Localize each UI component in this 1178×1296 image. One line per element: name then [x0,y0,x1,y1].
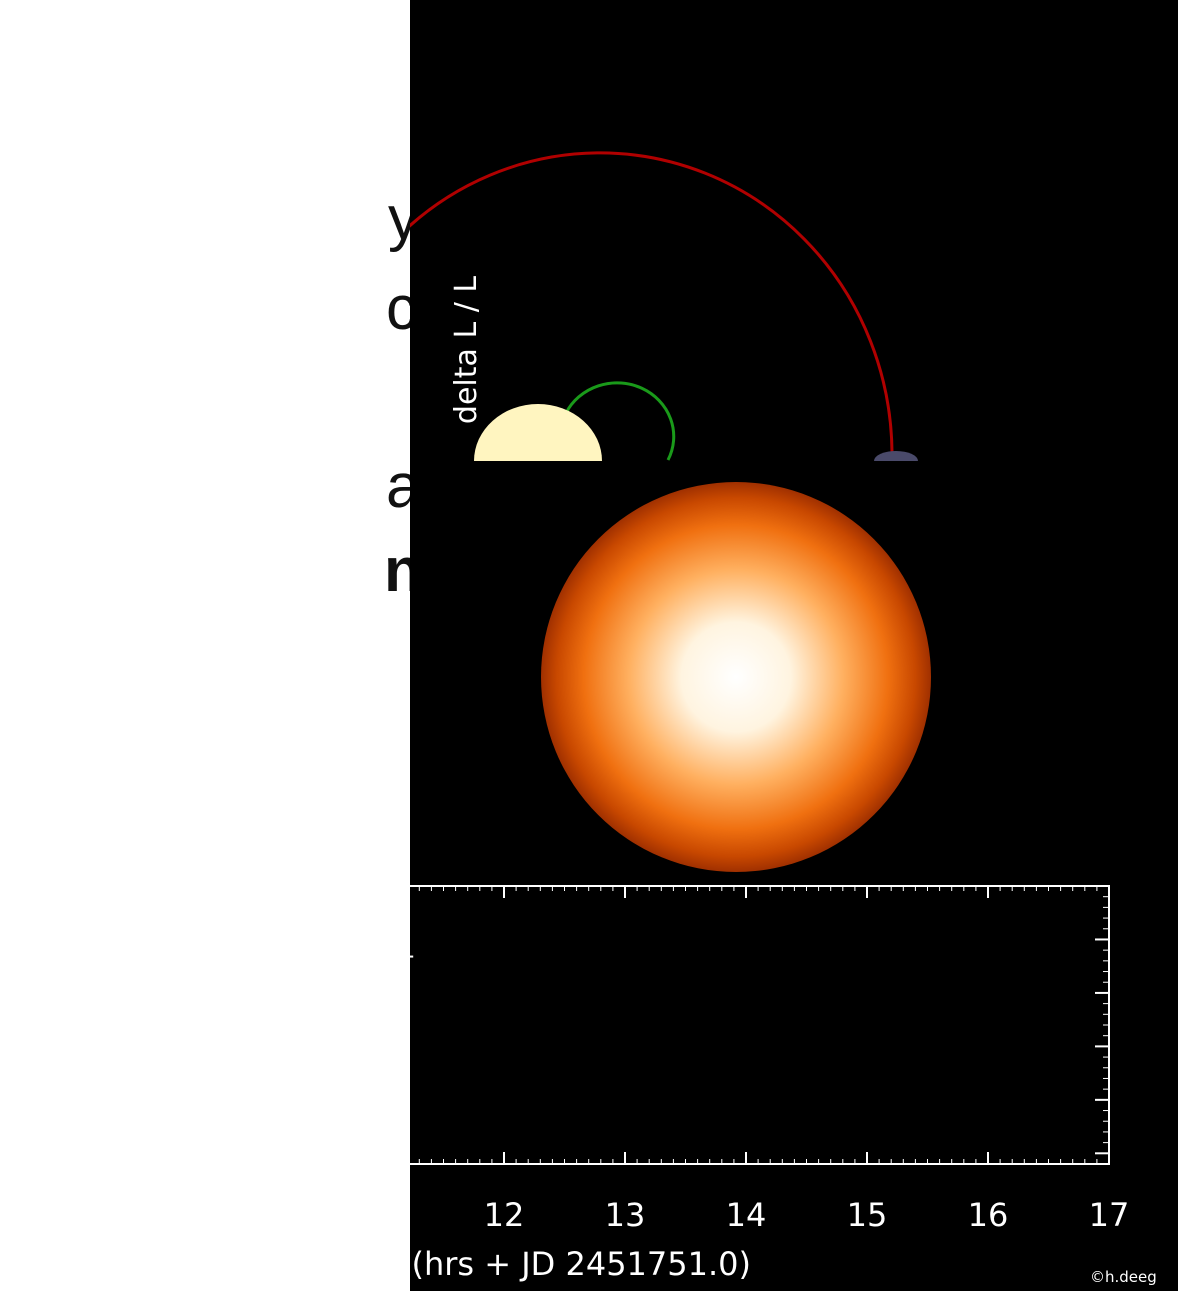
x-tick-label-4: 14 [726,1196,767,1234]
transit-simulation-panel: 1011121314151617 -0.0050.0000.0050.0100.… [145,0,1178,1291]
x-tick-label-2: 12 [484,1196,525,1234]
star-disc [541,482,931,872]
x-tick-label-7: 17 [1089,1196,1130,1234]
data-points [258,928,414,973]
slide-text-fragments: y c a n [0,0,422,1291]
x-axis-label: time (hrs + JD 2451751.0) [410,1245,751,1283]
y-axis-label: delta L / L [449,276,484,424]
x-axis-ticks [261,886,1110,1164]
y-axis-ticks [262,885,1109,1165]
transit-scene: 1011121314151617 -0.0050.0000.0050.0100.… [145,151,1157,1286]
planet-half-disc [874,451,918,461]
x-tick-label-5: 15 [847,1196,888,1234]
x-axis-tick-labels: 1011121314151617 [242,1196,1130,1234]
x-tick-label-3: 13 [605,1196,646,1234]
x-tick-label-6: 16 [968,1196,1009,1234]
moon-half-disc [474,404,602,461]
moon-orbit [564,381,676,461]
data-point-12 [401,950,414,963]
plot-frame [261,885,1110,1165]
credit-text: ©h.deeg [1090,1268,1157,1286]
